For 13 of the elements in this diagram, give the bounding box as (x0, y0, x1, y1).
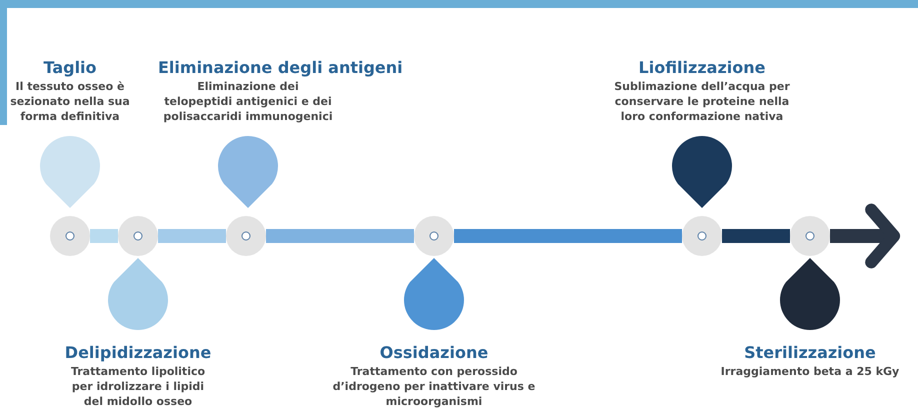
step-title: Liofilizzazione (638, 58, 766, 77)
step-title: Taglio (43, 58, 97, 77)
step-title: Ossidazione (380, 343, 488, 362)
step-description: Il tessuto osseo è sezionato nella sua forma definitiva (9, 79, 131, 124)
step-description: Eliminazione dei telopeptidi antigenici e dei polisaccaridi immunogenici (163, 79, 333, 124)
step-description: Sublimazione dell’acqua per conservare le proteine nella loro conformazione nativa (613, 79, 791, 124)
step-title: Sterilizzazione (744, 343, 876, 362)
step-description: Irraggiamento beta a 25 kGy (720, 364, 900, 379)
timeline-arrow (830, 204, 900, 268)
step-title: Eliminazione degli antigeni (158, 58, 403, 77)
step-title: Delipidizzazione (64, 343, 212, 362)
step-description: Trattamento con perossido d’idrogeno per inattivare virus e microorganismi (332, 364, 536, 409)
step-description: Trattamento lipolitico per idrolizzare i lipidi del midollo osseo (70, 364, 206, 409)
